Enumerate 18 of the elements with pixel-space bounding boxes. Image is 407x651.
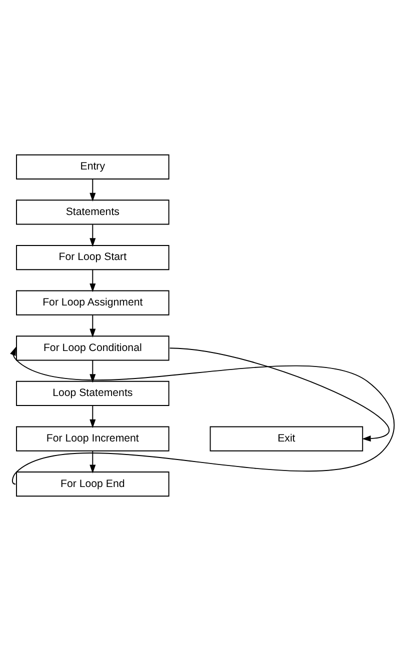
arrow [10,346,395,485]
node-box: For Loop Assignment [16,290,170,316]
node-box: For Loop End [16,472,170,497]
arrow [90,269,96,292]
arrow [90,224,96,247]
node-box: Loop Statements [16,380,170,406]
node-box: Statements [16,200,170,225]
arrow [90,360,96,383]
node-box: For Loop Increment [16,426,170,452]
node-box: Entry [16,154,170,180]
node-box: For Loop Conditional [16,336,170,361]
arrow [90,450,96,474]
arrow [90,405,96,428]
arrow [90,314,96,338]
arrow [90,178,96,202]
arrow [169,348,390,442]
node-box: For Loop Start [16,245,170,270]
node-box: Exit [210,426,364,452]
